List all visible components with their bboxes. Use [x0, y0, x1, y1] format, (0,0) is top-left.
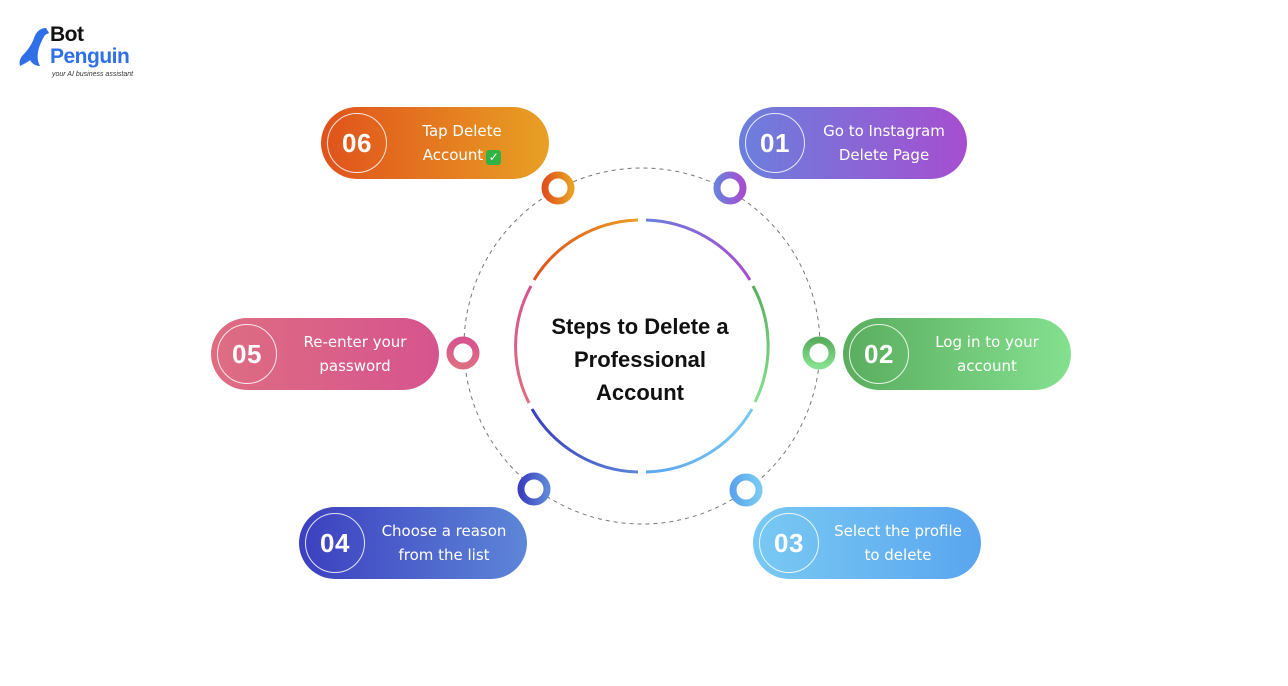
step-number: 05: [217, 324, 277, 384]
step-label: Log in to your account: [935, 333, 1039, 375]
ring-step-01: [713, 171, 747, 205]
ring-step-04: [517, 472, 551, 506]
title-line-1: Steps to Delete a: [551, 314, 729, 339]
ring-step-03: [729, 473, 763, 507]
step-label: Tap Delete Account✓: [422, 122, 502, 165]
diagram-title: Steps to Delete a Professional Account: [520, 310, 760, 409]
ring-step-06: [541, 171, 575, 205]
penguin-icon: [19, 28, 49, 66]
step-number: 01: [745, 113, 805, 173]
step-number: 03: [759, 513, 819, 573]
title-line-2: Professional: [573, 347, 707, 372]
botpenguin-logo: Bot Penguin your AI business assistant: [18, 24, 148, 84]
step-03-pill: 03 Select the profile to delete: [753, 507, 981, 579]
check-mark-icon: ✓: [486, 150, 502, 165]
step-06-pill: 06 Tap Delete Account✓: [321, 107, 549, 179]
step-label: Choose a reason from the list: [381, 522, 507, 564]
brand-name-line1: Bot: [50, 23, 84, 46]
step-label: Re-enter your password: [303, 333, 407, 375]
brand-name-line2: Penguin: [50, 45, 130, 68]
title-line-3: Account: [596, 380, 684, 405]
step-number: 04: [305, 513, 365, 573]
step-05-pill: 05 Re-enter your password: [211, 318, 439, 390]
step-01-pill: 01 Go to Instagram Delete Page: [739, 107, 967, 179]
ring-step-02: [802, 336, 836, 370]
step-04-pill: 04 Choose a reason from the list: [299, 507, 527, 579]
step-label: Select the profile to delete: [834, 522, 962, 564]
step-number: 06: [327, 113, 387, 173]
ring-step-05: [446, 336, 480, 370]
brand-tagline: your AI business assistant: [52, 71, 134, 78]
step-02-pill: 02 Log in to your account: [843, 318, 1071, 390]
step-number: 02: [849, 324, 909, 384]
step-label: Go to Instagram Delete Page: [823, 122, 945, 164]
